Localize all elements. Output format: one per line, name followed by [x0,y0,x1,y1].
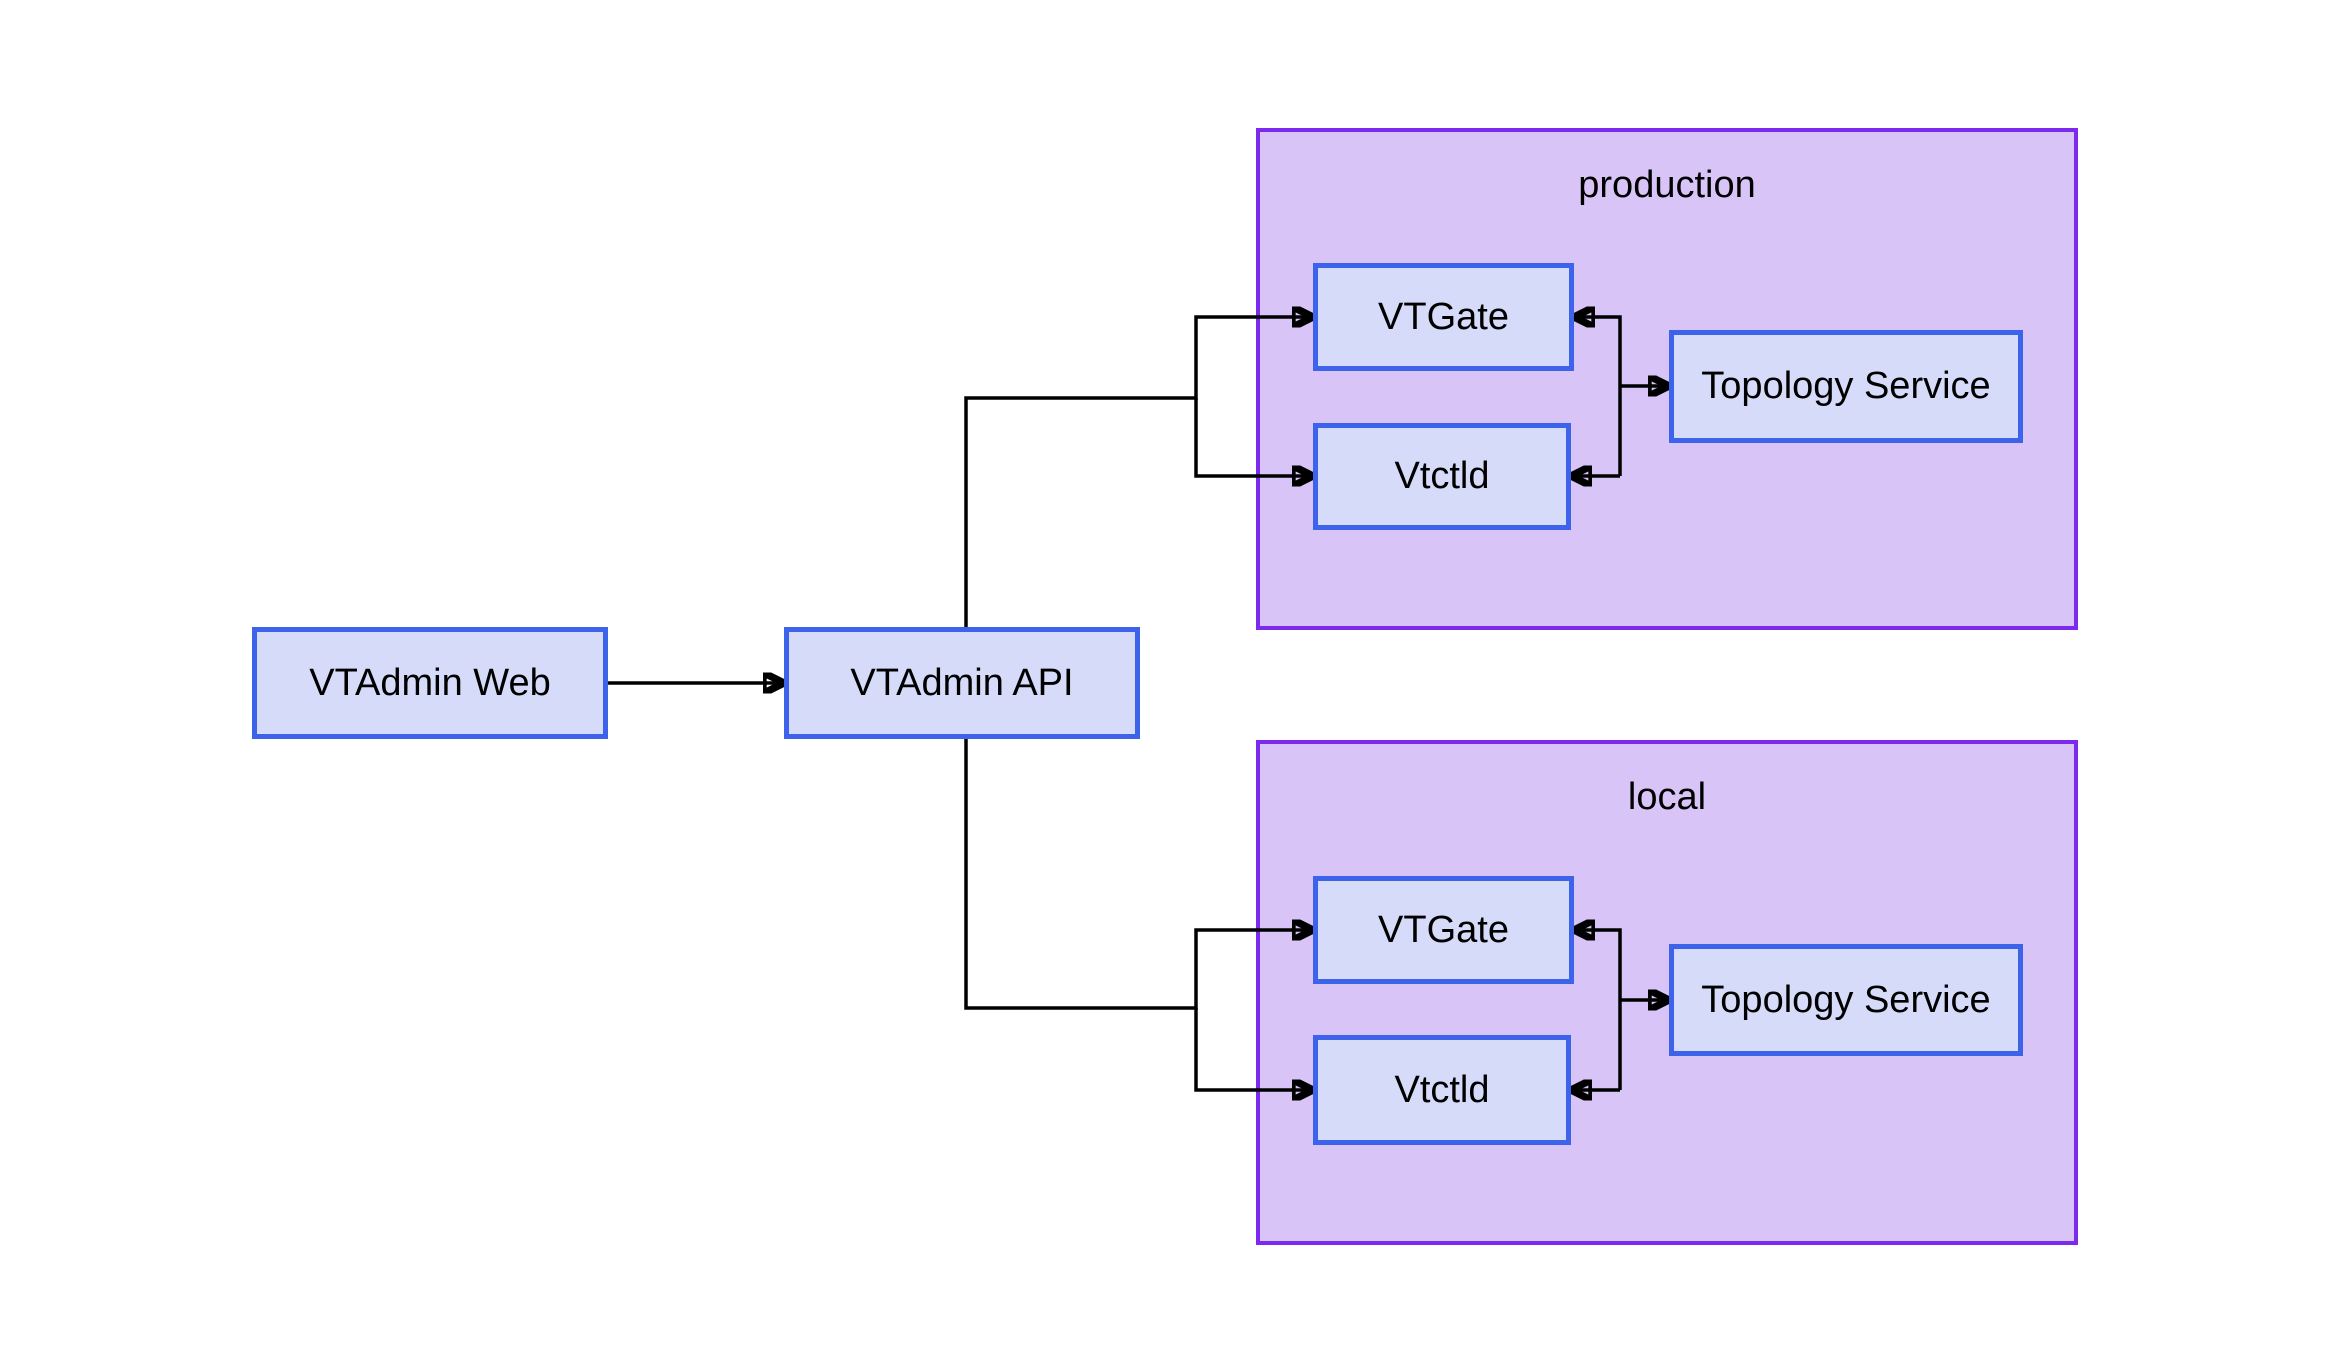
node-production-vtgate-label: VTGate [1378,295,1509,338]
node-local-vtctld-label: Vtctld [1394,1068,1490,1111]
node-production-topology-service-label: Topology Service [1701,365,1991,407]
edge-prod-junction-to-vtgate [1574,317,1622,476]
cluster-local-label: local [1627,776,1707,818]
cluster-production-label: production [1578,164,1756,206]
node-production-topology-service: Topology Service [1669,330,2023,443]
node-local-vtctld: Vtctld [1313,1035,1571,1145]
edge-api-to-prod-vtgate [964,317,1313,627]
node-production-vtctld: Vtctld [1313,423,1571,530]
edge-local-junction-to-vtgate [1574,930,1622,1090]
node-local-vtgate-label: VTGate [1378,908,1509,951]
node-production-vtctld-label: Vtctld [1394,455,1490,497]
edge-api-to-prod-vtctld [1194,398,1313,476]
edge-api-to-local-vtctld [1194,1008,1313,1090]
node-vtadmin-api-label: VTAdmin API [850,661,1074,704]
node-local-topology-service: Topology Service [1669,944,2023,1056]
node-local-topology-service-label: Topology Service [1701,978,1991,1021]
node-vtadmin-api: VTAdmin API [784,627,1140,739]
node-vtadmin-web: VTAdmin Web [252,627,608,739]
node-vtadmin-web-label: VTAdmin Web [309,661,551,704]
edge-api-to-local-vtgate [964,739,1313,1010]
node-production-vtgate: VTGate [1313,263,1574,371]
node-local-vtgate: VTGate [1313,876,1574,984]
